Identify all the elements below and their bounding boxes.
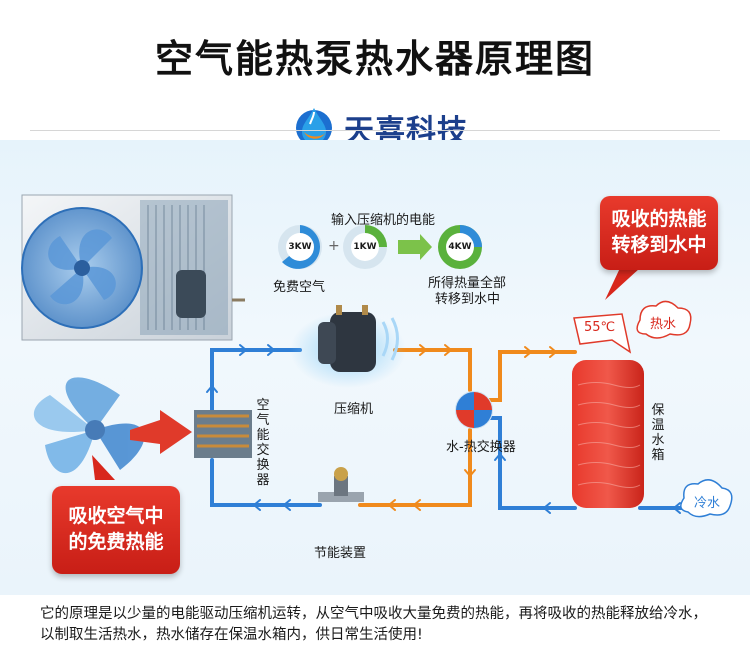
compressor-label: 压缩机 [334,402,374,417]
callout-free-heat-line1: 吸收空气中 [68,505,164,527]
callout-free-heat-line2: 的免费热能 [68,531,164,553]
air-exchanger-label: 空气能交换器 [256,398,270,488]
input-value: 1KW [353,242,377,252]
hot-water-label: 热水 [650,317,677,332]
callout-heat-transfer: 吸收的热能 转移到水中 [600,196,718,270]
temperature-tag [573,313,632,354]
bubble-tail-bottom [92,455,115,480]
cold-water-label: 冷水 [694,496,721,511]
callout-heat-transfer-line2: 转移到水中 [611,234,707,256]
brand-logo-icon [296,108,332,146]
compressor [290,305,406,388]
header-divider [30,130,720,131]
hot-water-cloud [636,300,692,339]
bubble-tail-top [605,268,640,300]
water-heat-exchanger [455,391,493,429]
free-air-label: 免费空气 [273,280,326,295]
plus-sign: + [328,238,340,254]
heat-in-arrow [130,410,192,454]
tank-label: 保温水箱 [651,403,665,463]
water-loop [488,346,702,514]
free-air-value: 3KW [288,242,312,252]
throttle-device [318,467,364,502]
output-label-line1: 所得热量全部 [428,276,507,291]
water-exchanger-label: 水-热交换器 [446,440,516,455]
refrigerant-loop [206,344,476,511]
energy-badge-output [438,225,482,269]
energy-badge-free-air [278,225,322,269]
outdoor-unit [21,194,245,341]
air-fan-icon [33,377,145,474]
energy-arrow [398,234,432,260]
callout-free-heat: 吸收空气中 的免费热能 [52,486,180,574]
water-tank [572,360,644,508]
callout-heat-transfer-line1: 吸收的热能 [611,208,707,230]
output-label-line2: 转移到水中 [435,292,501,307]
air-exchanger-coil [194,410,252,458]
energy-badge-input [343,225,387,269]
cold-water-cloud [680,479,733,518]
energy-heading: 输入压缩机的电能 [331,213,436,228]
output-value: 4KW [448,242,472,252]
principle-caption: 它的原理是以少量的电能驱动压缩机运转，从空气中吸收大量免费的热能，再将吸收的热能… [40,606,707,643]
page-title: 空气能热泵热水器原理图 [154,37,595,81]
temperature-value: 55℃ [584,320,616,335]
throttle-label: 节能装置 [314,546,367,561]
